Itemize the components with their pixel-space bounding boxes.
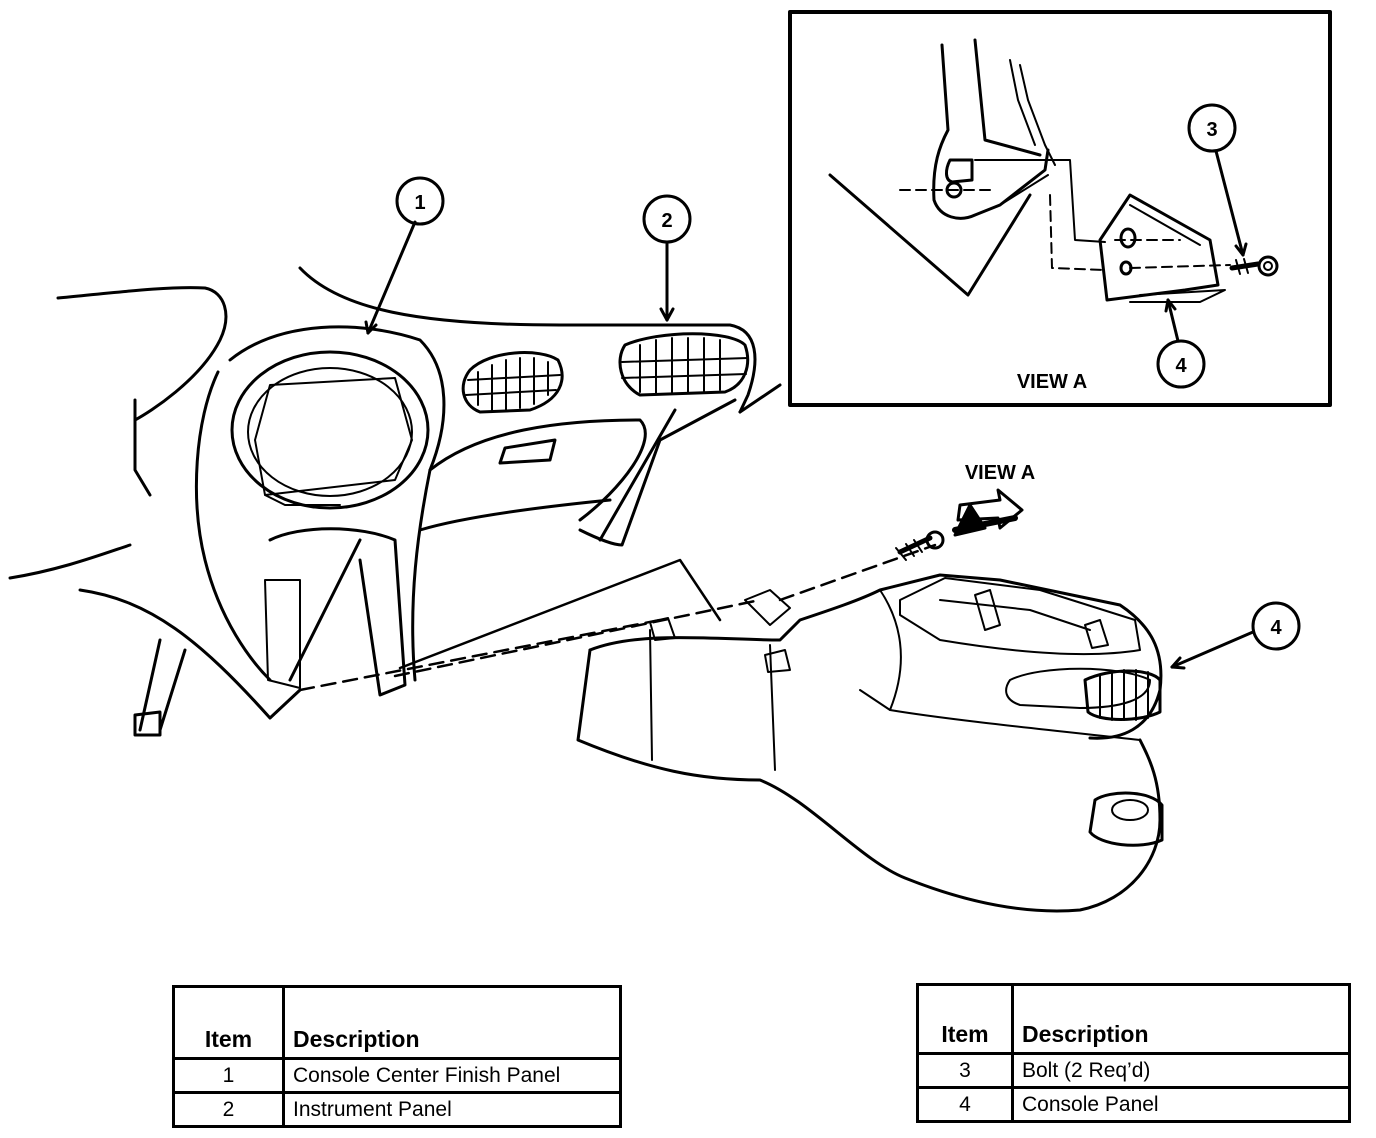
item-column-header: Item xyxy=(172,985,285,1060)
item-description: Instrument Panel xyxy=(282,1091,622,1128)
item-number: 3 xyxy=(916,1052,1014,1089)
legend-table-2: Item Description 3 Bolt (2 Req’d) 4 Cons… xyxy=(916,983,1351,1123)
callout-3-label: 3 xyxy=(1206,119,1217,141)
callout-4-main-label: 4 xyxy=(1270,617,1282,639)
item-number: 2 xyxy=(172,1091,285,1128)
description-column-header: Description xyxy=(1011,983,1351,1055)
item-number: 4 xyxy=(916,1086,1014,1123)
assembly-lines xyxy=(298,543,937,692)
instrument-panel xyxy=(8,266,782,737)
bolt-icon xyxy=(895,530,945,561)
item-column-header: Item xyxy=(916,983,1014,1055)
callout-2 xyxy=(642,194,692,322)
legend-header-row: Item Description xyxy=(916,983,1351,1055)
legend-row: 3 Bolt (2 Req’d) xyxy=(916,1052,1351,1089)
callout-1-label: 1 xyxy=(414,192,425,214)
legend-row: 4 Console Panel xyxy=(916,1086,1351,1123)
console-panel xyxy=(576,573,1164,913)
inset-view-a xyxy=(788,10,1332,407)
legend-header-row: Item Description xyxy=(172,985,622,1060)
item-description: Bolt (2 Req’d) xyxy=(1011,1052,1351,1089)
description-column-header: Description xyxy=(282,985,622,1060)
callout-4-inset xyxy=(1156,298,1206,389)
cluster-opening xyxy=(230,350,430,510)
view-a-arrow-label: VIEW A xyxy=(965,462,1035,484)
legend-row: 2 Instrument Panel xyxy=(172,1091,622,1128)
callout-2-label: 2 xyxy=(661,210,672,232)
callout-4-main xyxy=(1170,601,1301,670)
legend-table-1: Item Description 1 Console Center Finish… xyxy=(172,985,622,1128)
item-description: Console Center Finish Panel xyxy=(282,1057,622,1094)
item-number: 1 xyxy=(172,1057,285,1094)
exploded-view-drawing: VIEW A 1 2 4 xyxy=(8,10,1332,913)
callout-3 xyxy=(1187,103,1248,257)
left-air-vent xyxy=(461,351,564,414)
right-air-vent xyxy=(618,332,750,397)
inset-title: VIEW A xyxy=(1017,371,1087,393)
callout-1 xyxy=(364,176,445,335)
legend-row: 1 Console Center Finish Panel xyxy=(172,1057,622,1094)
assembly-leaders xyxy=(398,558,722,670)
item-description: Console Panel xyxy=(1011,1086,1351,1123)
view-a-arrow xyxy=(952,488,1024,537)
callout-4-inset-label: 4 xyxy=(1175,355,1187,377)
